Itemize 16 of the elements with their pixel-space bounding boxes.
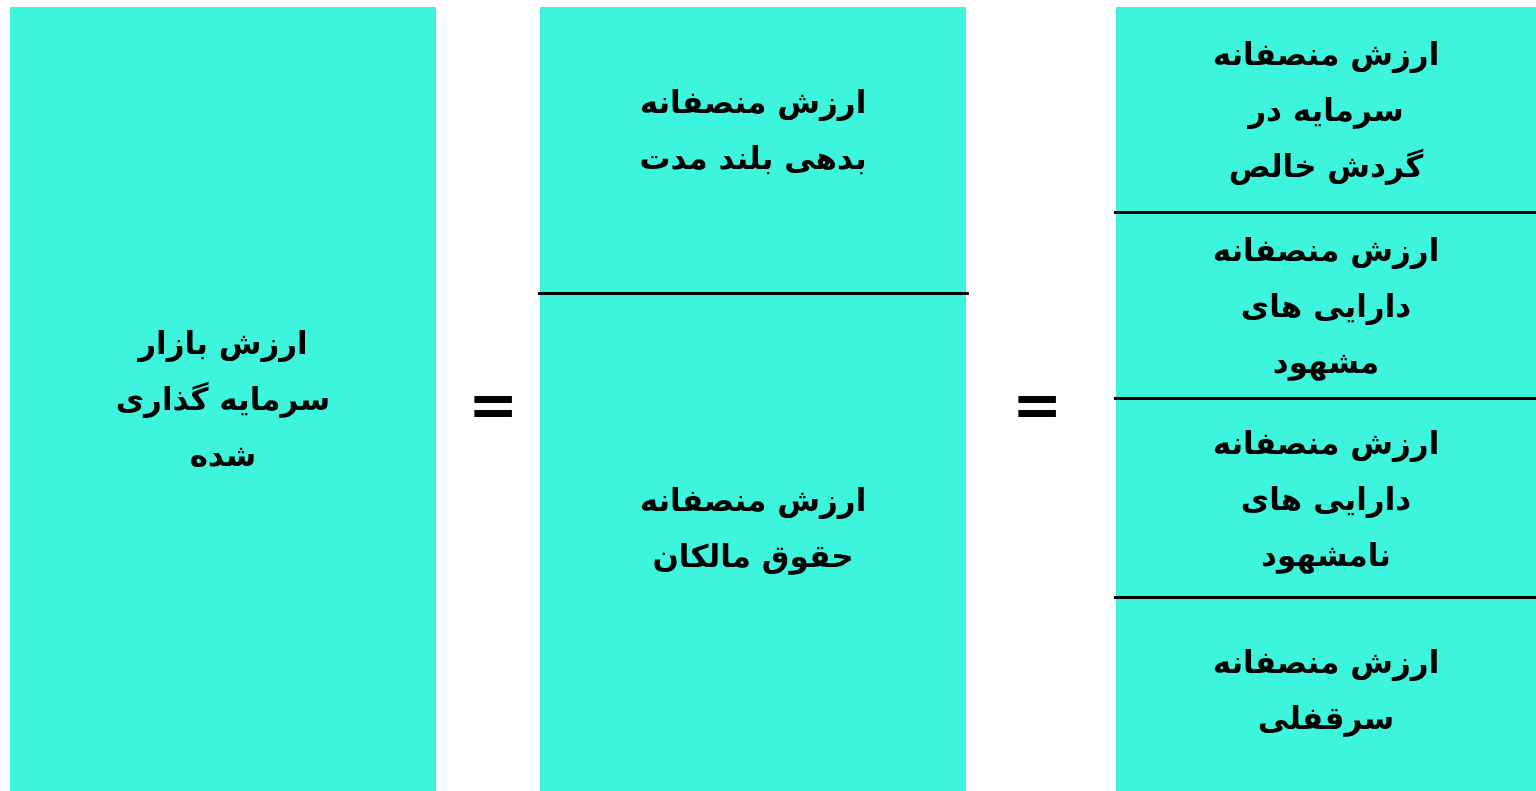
value-box — [1116, 214, 1536, 398]
value-box — [540, 7, 966, 293]
box-text: ارزش منصفانه سرمایه در گردش خالص — [1211, 34, 1441, 187]
value-box — [540, 295, 966, 791]
box-text: ارزش منصفانه حقوق مالکان — [638, 481, 868, 577]
box-text: ارزش منصفانه دارایی های نامشهود — [1211, 423, 1441, 576]
value-box — [1116, 7, 1536, 212]
box-text: ارزش منصفانه سرقفلی — [1211, 643, 1441, 739]
equals-sign: = — [468, 375, 519, 435]
box-text: ارزش بازار سرمایه گذاری شده — [114, 324, 332, 475]
value-box — [1116, 599, 1536, 791]
value-box — [1116, 400, 1536, 597]
equals-sign: = — [1012, 375, 1063, 435]
value-box — [10, 7, 436, 791]
box-text: ارزش منصفانه بدهی بلند مدت — [638, 83, 868, 178]
box-text: ارزش منصفانه دارایی های مشهود — [1211, 231, 1441, 383]
